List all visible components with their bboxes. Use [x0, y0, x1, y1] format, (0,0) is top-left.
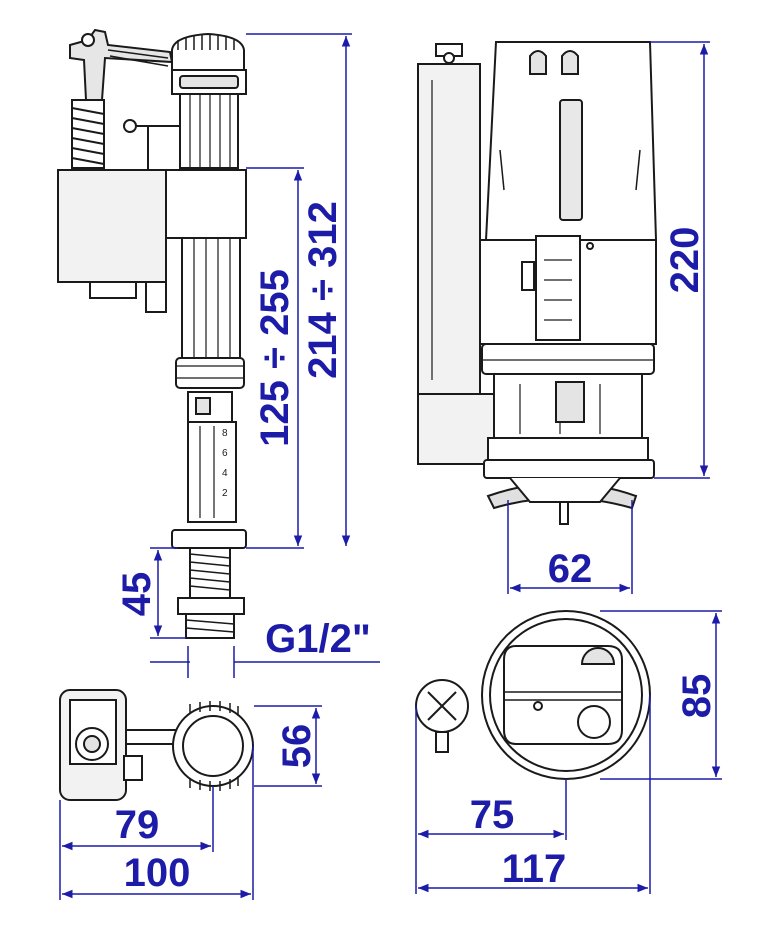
dimension-labels: 125 ÷ 255 214 ÷ 312 45 G1/2" 56 79 100 2…	[115, 201, 719, 895]
dim-flush-valve-height: 220	[663, 227, 707, 294]
flush-valve-side-view	[417, 41, 658, 525]
dim-fill-valve-top-partial-width: 79	[115, 803, 160, 847]
dim-fill-valve-top-width: 100	[124, 851, 191, 895]
scale-mark: 8	[222, 428, 228, 439]
dim-flush-valve-top-partial-width: 75	[470, 793, 515, 837]
flush-valve-top-view	[415, 610, 651, 780]
dim-flush-valve-top-depth: 85	[675, 674, 719, 719]
dim-flush-valve-top-width: 117	[502, 847, 567, 891]
height-scale: 8 6 4 2	[222, 428, 228, 499]
dim-inlet-thread: G1/2"	[265, 617, 371, 661]
dim-inlet-shank-length: 45	[115, 572, 159, 617]
dimension-lines	[59, 33, 722, 900]
scale-mark: 2	[222, 488, 228, 499]
dim-fill-valve-total-range: 214 ÷ 312	[301, 201, 345, 379]
fill-valve-top-view	[59, 689, 254, 801]
fill-valve-side-view: 8 6 4 2	[57, 28, 247, 639]
dim-fill-valve-top-depth: 56	[275, 724, 319, 769]
scale-mark: 6	[222, 448, 228, 459]
scale-mark: 4	[222, 468, 228, 479]
dim-fill-valve-height-range: 125 ÷ 255	[253, 269, 297, 447]
dim-flush-valve-base-width: 62	[548, 547, 593, 591]
